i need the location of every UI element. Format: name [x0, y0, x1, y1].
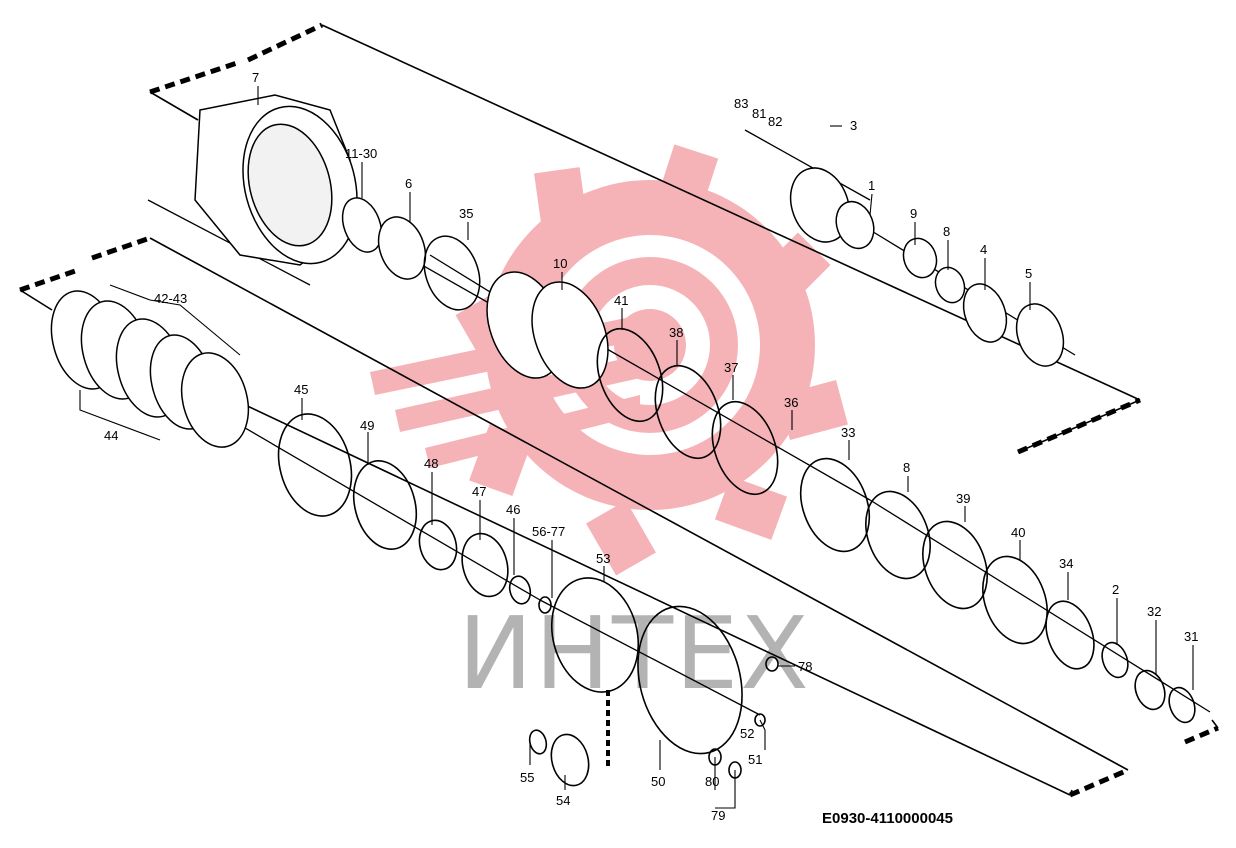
- label-32: 32: [1147, 604, 1161, 619]
- label-8-bottom: 8: [903, 460, 910, 475]
- label-4: 4: [980, 242, 987, 257]
- label-47: 47: [472, 484, 486, 499]
- watermark-gear-logo: [370, 144, 848, 576]
- label-8-top: 8: [943, 224, 950, 239]
- label-40: 40: [1011, 525, 1025, 540]
- label-51: 51: [748, 752, 762, 767]
- label-7: 7: [252, 70, 259, 85]
- part-labels: 7 11-30 6 35 10 83 81 82 3 1 9 8 4 5 42-…: [104, 70, 1198, 823]
- label-42-43: 42-43: [154, 291, 187, 306]
- label-82: 82: [768, 114, 782, 129]
- label-11-30: 11-30: [345, 146, 377, 161]
- label-48: 48: [424, 456, 438, 471]
- label-55: 55: [520, 770, 534, 785]
- label-6: 6: [405, 176, 412, 191]
- label-5: 5: [1025, 266, 1032, 281]
- label-1: 1: [868, 178, 875, 193]
- label-54: 54: [556, 793, 570, 808]
- label-36: 36: [784, 395, 798, 410]
- label-49: 49: [360, 418, 374, 433]
- label-53: 53: [596, 551, 610, 566]
- label-2: 2: [1112, 582, 1119, 597]
- label-9: 9: [910, 206, 917, 221]
- hub-part-1: [789, 167, 875, 250]
- label-52: 52: [740, 726, 754, 741]
- ring-parts: [277, 327, 1196, 787]
- label-31: 31: [1184, 629, 1198, 644]
- label-41: 41: [614, 293, 628, 308]
- leader-lines: [79, 86, 1194, 809]
- label-50: 50: [651, 774, 665, 789]
- label-39: 39: [956, 491, 970, 506]
- label-38: 38: [669, 325, 683, 340]
- label-46: 46: [506, 502, 520, 517]
- label-34: 34: [1059, 556, 1073, 571]
- label-80: 80: [705, 774, 719, 789]
- label-45: 45: [294, 382, 308, 397]
- label-10: 10: [553, 256, 567, 271]
- label-33: 33: [841, 425, 855, 440]
- label-83: 83: [734, 96, 748, 111]
- housing-part-7: [194, 94, 358, 266]
- label-79: 79: [711, 808, 725, 823]
- label-78: 78: [798, 659, 812, 674]
- label-37: 37: [724, 360, 738, 375]
- label-35: 35: [459, 206, 473, 221]
- label-56-77: 56-77: [532, 524, 565, 539]
- drum-part-10: [486, 271, 609, 389]
- bearing-parts: [341, 197, 1065, 367]
- disc-pack-parts: [50, 290, 250, 448]
- label-44: 44: [104, 428, 118, 443]
- label-3: 3: [850, 118, 857, 133]
- drawing-code: E0930-4110000045: [822, 810, 953, 827]
- watermark-text: ИНТЕХ: [458, 595, 811, 712]
- label-81: 81: [752, 106, 766, 121]
